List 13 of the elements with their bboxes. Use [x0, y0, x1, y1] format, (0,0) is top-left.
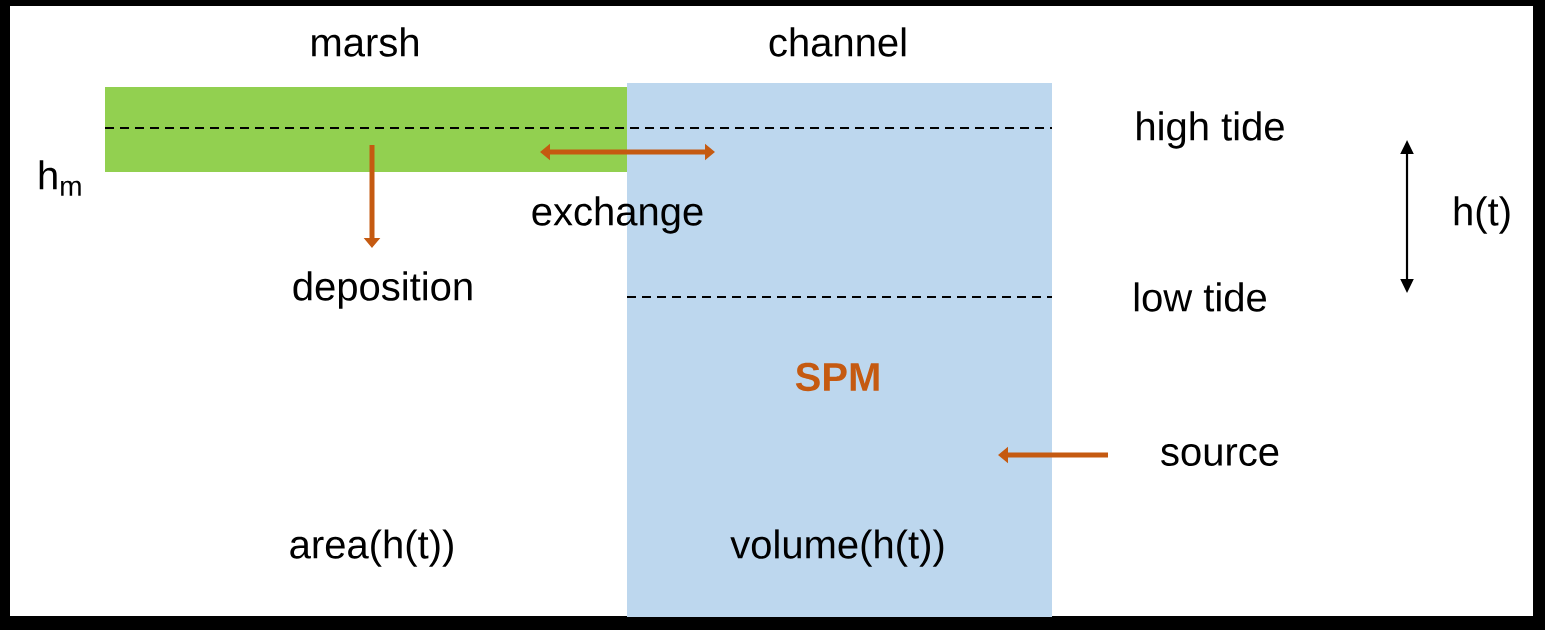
annotation-label: h$_{m}$	[39, 160, 81, 196]
annotation-label: low tide	[1134, 282, 1266, 312]
region-label: SPM	[795, 362, 879, 392]
process-label: deposition	[293, 271, 472, 309]
process-label: source	[1161, 444, 1279, 466]
region-label: marsh	[312, 27, 418, 57]
region-label: channel	[769, 27, 906, 57]
annotation-label: high tide	[1137, 111, 1284, 149]
edge-label: exchange	[532, 196, 703, 234]
annotation-label: area(h(t))	[290, 529, 453, 567]
region-label: volume(h(t))	[730, 529, 944, 567]
arrow	[540, 143, 715, 161]
annotation-label: h(t)	[1454, 196, 1510, 234]
